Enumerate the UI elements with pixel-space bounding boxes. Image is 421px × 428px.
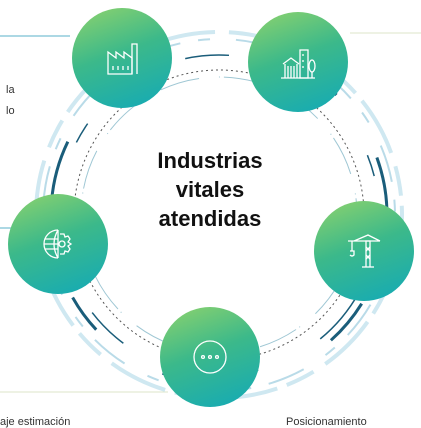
center-title-line-3: atendidas — [158, 206, 262, 231]
globe-gear-icon — [43, 229, 73, 259]
factory-icon — [107, 43, 138, 75]
crane-icon — [348, 234, 381, 268]
node-city — [248, 12, 348, 112]
node-factory — [72, 8, 172, 108]
bottom-left-text-fragment: aje estimación — [0, 416, 71, 428]
city-buildings-icon — [281, 49, 316, 79]
left-text-fragment-2: lo — [6, 105, 15, 117]
node-globe-gear — [8, 194, 108, 294]
bottom-right-text-fragment: Posicionamiento — [286, 416, 367, 428]
center-title: Industrias vitales atendidas — [120, 146, 300, 233]
node-more — [160, 307, 260, 407]
left-text-fragment-1: la — [6, 84, 15, 96]
ellipsis-icon — [193, 340, 227, 374]
node-crane — [314, 201, 414, 301]
center-title-line-1: Industrias — [157, 148, 263, 173]
center-title-line-2: vitales — [175, 177, 245, 202]
